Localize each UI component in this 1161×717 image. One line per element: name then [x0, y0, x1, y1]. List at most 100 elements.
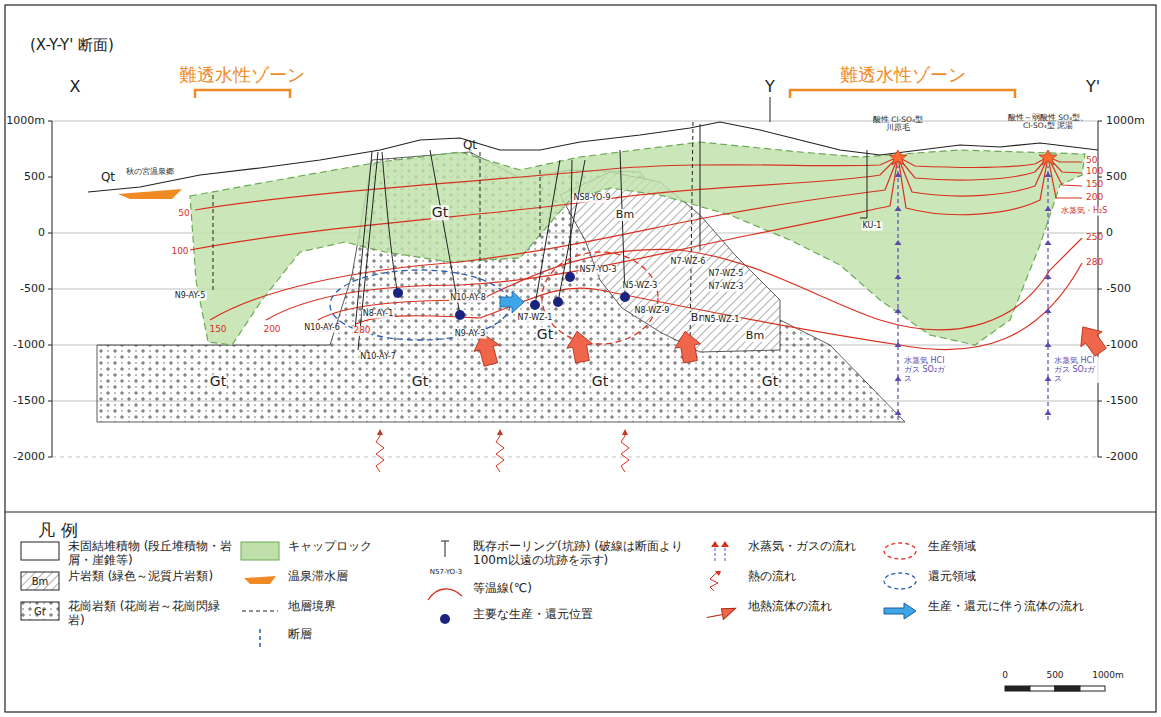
steam-gas-flow — [1045, 410, 1052, 415]
grid — [52, 121, 1098, 457]
label: 200 — [263, 325, 280, 335]
legend-swatch — [241, 542, 279, 560]
legend-swatch — [884, 603, 916, 619]
steam-gas-flow — [895, 274, 902, 279]
legend-text: 未固結堆積物 (段丘堆積物・岩屑・崖錐等) — [68, 540, 236, 568]
label: N8-AY-1 — [362, 310, 395, 319]
geothermal-fluid-arrows — [672, 329, 703, 364]
scale-bar — [1005, 686, 1105, 691]
label: Gt — [411, 374, 429, 389]
label: Gt — [591, 374, 609, 389]
label: 凡 例 — [38, 521, 77, 540]
legend-swatch — [884, 573, 916, 589]
legend-text: 断層 — [288, 628, 312, 642]
steam-gas-flow — [1045, 274, 1052, 279]
geothermal-fluid-arrows — [564, 329, 595, 364]
heat-flow — [496, 432, 504, 472]
legend-text: 熱の流れ — [748, 570, 796, 584]
legend-text: 等温線(℃) — [473, 582, 532, 596]
legend-text: 還元領域 — [928, 570, 976, 584]
feed-points — [393, 272, 630, 320]
legend-swatch — [425, 608, 465, 630]
legend-swatch — [425, 540, 465, 562]
zone-brackets — [195, 90, 1015, 98]
legend-swatch — [425, 582, 465, 604]
legend-text: 地層境界 — [288, 600, 336, 614]
steam-gas-flow — [1045, 376, 1052, 381]
grid — [52, 457, 1098, 458]
legend-item: 地層境界 — [240, 600, 336, 622]
legend-swatch — [884, 543, 916, 559]
label: Qt — [101, 171, 115, 184]
legend-swatch — [711, 541, 729, 547]
steam-gas-flow — [1045, 240, 1052, 245]
label: 150 — [209, 325, 226, 335]
label: Gt — [536, 327, 554, 342]
label: Y' — [1086, 78, 1100, 96]
hot-springs — [889, 150, 1057, 165]
legend-swatch — [441, 541, 449, 557]
feed-points — [620, 292, 630, 302]
legend-text: 花崗岩類 (花崗岩～花崗閃緑岩) — [68, 600, 236, 628]
label: 150 — [1086, 180, 1103, 190]
legend-swatch — [242, 611, 278, 612]
legend-swatch — [20, 600, 60, 622]
steam-gas-flow — [895, 342, 902, 347]
legend-item: 熱の流れ — [700, 570, 796, 592]
label: KU-1 — [862, 222, 883, 231]
axes — [48, 121, 1102, 457]
legend-text: 水蒸気・ガスの流れ — [748, 540, 856, 554]
legend-item: 断層 — [240, 628, 312, 650]
label: 100 — [1086, 167, 1103, 177]
legend-swatch — [20, 600, 60, 622]
label: NS7-YO-3 — [578, 266, 617, 275]
legend-swatch — [20, 570, 60, 592]
production-zone — [542, 252, 658, 344]
label: N57-YO-3 — [430, 569, 462, 577]
legend-swatch — [440, 614, 450, 624]
label: 1000m — [1092, 671, 1124, 681]
caprock — [190, 142, 1085, 345]
label: N7-WZ-5 — [708, 270, 745, 279]
label: N9-AY-5 — [174, 292, 207, 301]
heat-flow — [621, 432, 629, 472]
label: 0 — [38, 227, 45, 239]
label: 水蒸気 HClガス SO₂ガス — [1053, 357, 1099, 383]
label: N8-WZ-9 — [634, 307, 671, 316]
legend-item: 水蒸気・ガスの流れ — [700, 540, 856, 562]
legend-swatch — [700, 600, 740, 622]
label: 水蒸気・H₂S — [1060, 207, 1108, 216]
scale-bar — [1055, 686, 1080, 691]
legend-swatch — [21, 542, 59, 560]
legend-swatch — [700, 600, 740, 622]
wells — [430, 150, 460, 315]
frame — [5, 5, 1156, 712]
heat-flow — [376, 432, 384, 472]
zone-brackets — [790, 90, 1015, 98]
label: 250 — [1086, 233, 1103, 243]
wells — [620, 150, 625, 297]
steam-gas-flow — [1045, 172, 1052, 177]
legend-item: 生産領域 — [880, 540, 976, 562]
geothermal-fluid-arrows — [470, 319, 1111, 367]
legend-swatch — [700, 570, 740, 592]
grid — [52, 121, 1098, 122]
steam-gas-flow — [895, 166, 1052, 420]
legend-item: 未固結堆積物 (段丘堆積物・岩屑・崖錐等) — [20, 540, 236, 568]
legend-item: 花崗岩類 (花崗岩～花崗閃緑岩) — [20, 600, 236, 628]
label: Bm — [745, 330, 765, 342]
legend-text: 生産・還元に伴う流体の流れ — [928, 600, 1084, 614]
legend-swatch — [880, 570, 920, 592]
frame — [5, 5, 1156, 712]
label: NS8-YO-9 — [572, 194, 611, 203]
legend-swatch — [425, 582, 465, 604]
hot-springs — [1039, 150, 1057, 165]
legend-swatch — [240, 540, 280, 562]
label: -1000 — [13, 339, 45, 351]
legend-item: 生産・還元に伴う流体の流れ — [880, 600, 1084, 622]
label: 1000m — [6, 115, 45, 127]
legend-swatch — [20, 540, 60, 562]
legend-swatch — [880, 540, 920, 562]
legend-swatch — [715, 571, 721, 576]
